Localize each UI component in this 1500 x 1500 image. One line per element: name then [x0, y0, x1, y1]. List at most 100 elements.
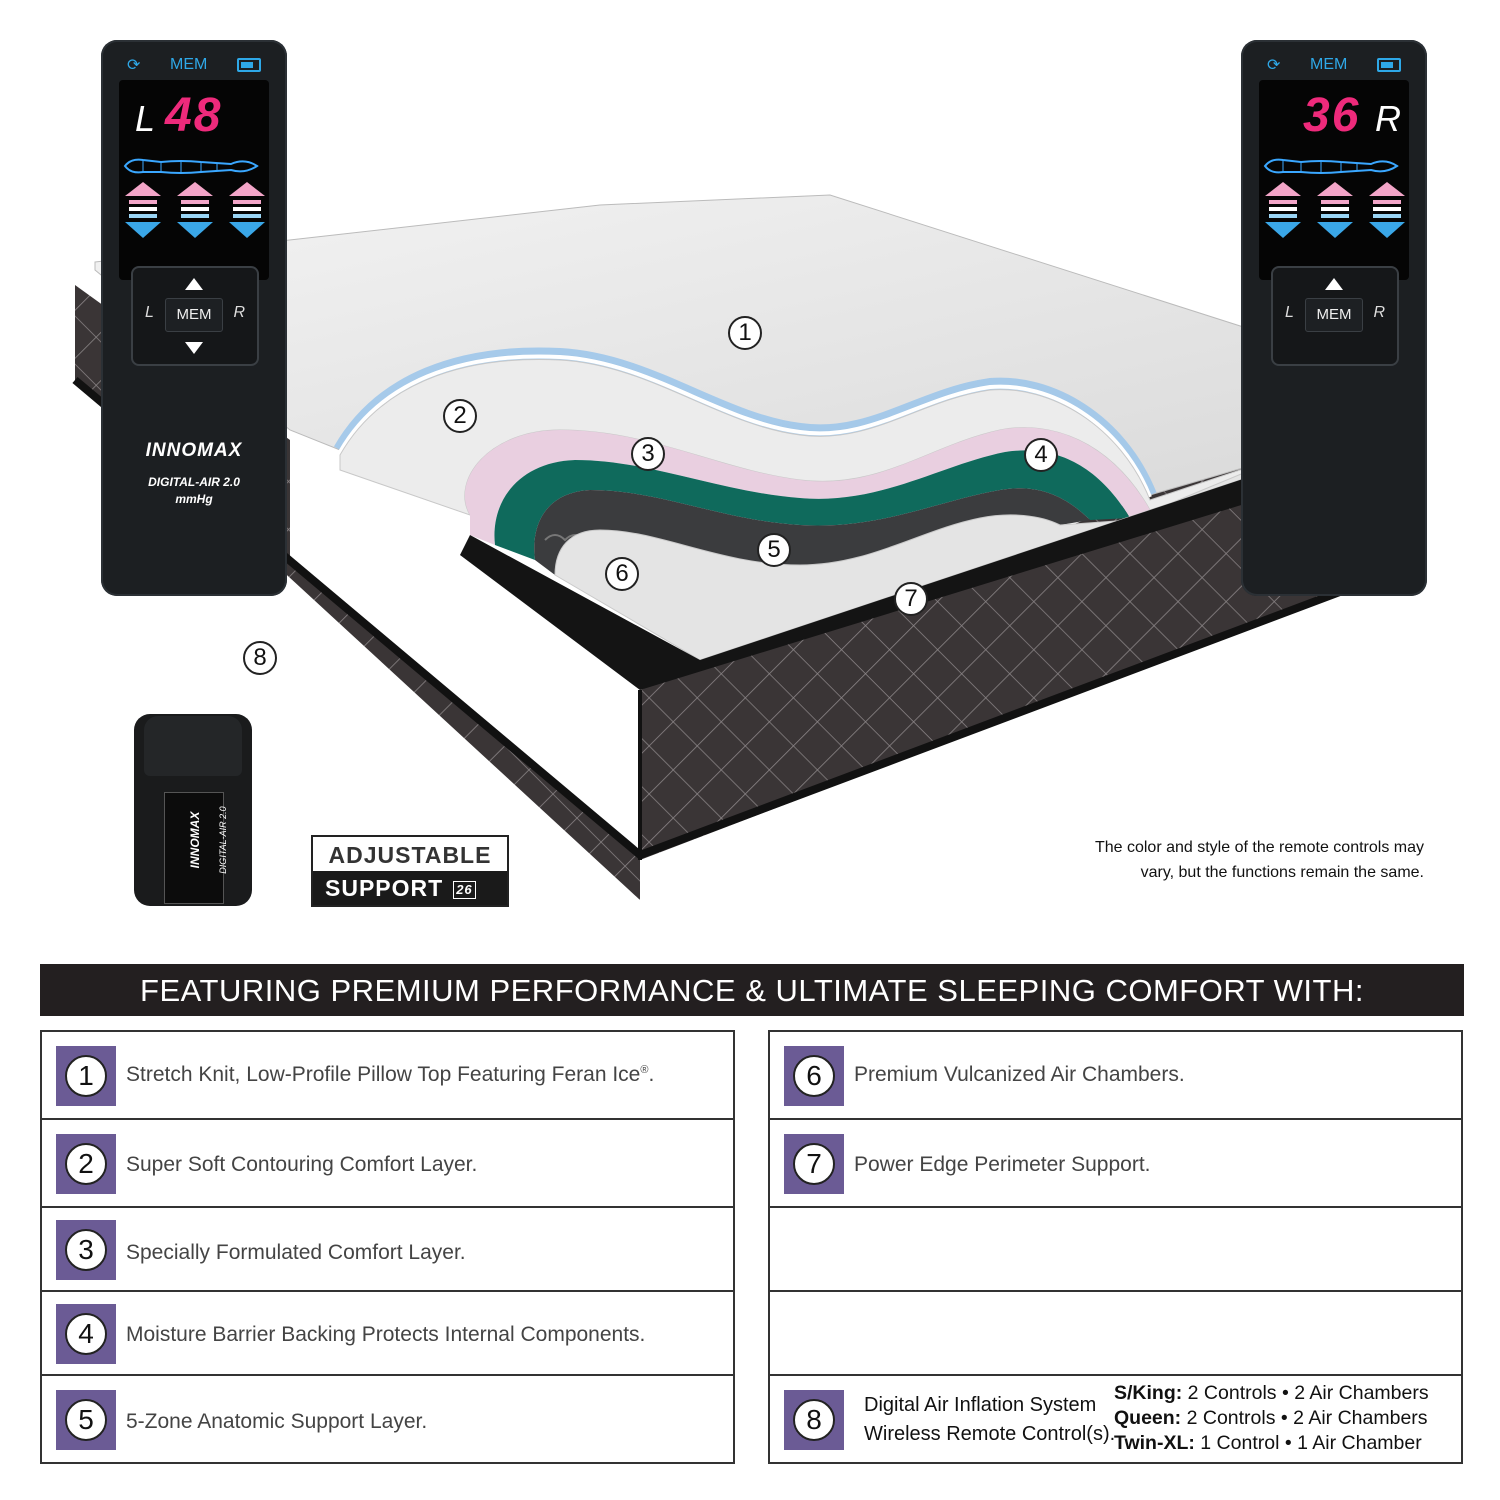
- zone-arrow-icon: [125, 182, 161, 238]
- feature-row: 5 5-Zone Anatomic Support Layer.: [42, 1376, 733, 1462]
- sync-icon: ⟳: [127, 57, 141, 74]
- feature-row: 7 Power Edge Perimeter Support.: [770, 1120, 1461, 1208]
- remote-control-left[interactable]: ⟳ MEM L 48 L MEM R INNOMAX DIGITAL-AIR 2…: [101, 40, 287, 596]
- battery-icon: [1376, 58, 1401, 72]
- feature-text: Stretch Knit, Low-Profile Pillow Top Fea…: [126, 1063, 654, 1087]
- feature-number-box: 7: [784, 1134, 844, 1194]
- feature-row-empty: [770, 1208, 1461, 1292]
- remote-model: DIGITAL-AIR 2.0: [148, 475, 240, 489]
- pump-brand: INNOMAX: [188, 811, 202, 869]
- layer-moisture-barrier: [494, 450, 1130, 560]
- zone-arrows: [125, 182, 265, 238]
- zone-arrows: [1265, 182, 1405, 238]
- arrow-up-icon[interactable]: [1325, 278, 1343, 290]
- pump-lid: [144, 716, 242, 776]
- remote-right-button[interactable]: R: [1373, 304, 1385, 321]
- feature-number: 8: [793, 1399, 835, 1441]
- spec-label: Twin-XL:: [1114, 1432, 1195, 1454]
- remote-left-button[interactable]: L: [145, 304, 154, 321]
- remote-mem-label: MEM: [1310, 56, 1348, 73]
- adjustable-support-badge: ADJUSTABLE SUPPORT 26: [311, 835, 509, 907]
- feature-number: 7: [793, 1143, 835, 1185]
- feature-text-end: .: [648, 1063, 655, 1086]
- zone-arrow-icon: [1369, 182, 1405, 238]
- body-outline-icon: [123, 158, 259, 174]
- mattress-illustration: [72, 194, 1427, 900]
- feature-number-box: 8: [784, 1390, 844, 1450]
- features-right-column: 6 Premium Vulcanized Air Chambers. 7 Pow…: [768, 1030, 1463, 1464]
- spec-label: Queen:: [1114, 1407, 1182, 1429]
- remote-unit: mmHg: [175, 492, 213, 506]
- feature-row: 6 Premium Vulcanized Air Chambers.: [770, 1032, 1461, 1120]
- feature-text: Moisture Barrier Backing Protects Intern…: [126, 1323, 646, 1346]
- pump-label: INNOMAX DIGITAL-AIR 2.0: [164, 792, 228, 904]
- arrow-up-icon[interactable]: [185, 278, 203, 290]
- callout-5: 5: [757, 533, 791, 567]
- air-pump: INNOMAX DIGITAL-AIR 2.0: [134, 714, 252, 906]
- remote-control-right[interactable]: ⟳ MEM 36 R L MEM R: [1241, 40, 1427, 596]
- feature-number-box: 2: [56, 1134, 116, 1194]
- remote-mem-button[interactable]: MEM: [1305, 298, 1363, 332]
- badge-line2: SUPPORT 26: [313, 871, 507, 905]
- arrow-down-icon[interactable]: [185, 342, 203, 354]
- feature-row: 2 Super Soft Contouring Comfort Layer.: [42, 1120, 733, 1208]
- feature-text: Specially Formulated Comfort Layer.: [126, 1241, 466, 1264]
- features-left-column: 1 Stretch Knit, Low-Profile Pillow Top F…: [40, 1030, 735, 1464]
- badge-line1: ADJUSTABLE: [313, 837, 507, 871]
- feature-number: 6: [793, 1055, 835, 1097]
- feature-text: Power Edge Perimeter Support.: [854, 1153, 1151, 1176]
- feature-number: 2: [65, 1143, 107, 1185]
- remote-screen: [1259, 80, 1409, 280]
- feature-8-line1: Digital Air Inflation System: [864, 1394, 1097, 1416]
- body-outline-icon: [1263, 158, 1399, 174]
- feature-row: 3 Specially Formulated Comfort Layer.: [42, 1208, 733, 1292]
- feature-number: 1: [65, 1055, 107, 1097]
- zone-arrow-icon: [1317, 182, 1353, 238]
- layer-support-zone: [534, 488, 1090, 575]
- badge-number-icon: 26: [453, 880, 476, 899]
- feature-text: 5-Zone Anatomic Support Layer.: [126, 1410, 428, 1433]
- remote-pressure-value: 36: [1303, 89, 1361, 142]
- feature-number: 4: [65, 1313, 107, 1355]
- features-title: FEATURING PREMIUM PERFORMANCE & ULTIMATE…: [40, 964, 1464, 1016]
- spec-sking: S/King: 2 Controls • 2 Air Chambers: [1114, 1382, 1429, 1405]
- remote-side-letter: L: [135, 98, 156, 139]
- remote-brand: INNOMAX: [145, 440, 243, 461]
- air-chambers: [554, 399, 1421, 661]
- spec-twinxl: Twin-XL: 1 Control • 1 Air Chamber: [1114, 1432, 1422, 1455]
- spec-label: S/King:: [1114, 1382, 1183, 1404]
- callout-7: 7: [894, 582, 928, 616]
- remote-note: The color and style of the remote contro…: [1094, 839, 1424, 881]
- spec-value: 2 Controls • 2 Air Chambers: [1187, 1382, 1429, 1404]
- feature-number: 5: [65, 1399, 107, 1441]
- zone-arrow-icon: [177, 182, 213, 238]
- feature-row: 1 Stretch Knit, Low-Profile Pillow Top F…: [42, 1032, 733, 1120]
- badge-line2-text: SUPPORT: [325, 875, 444, 901]
- remote-right-button[interactable]: R: [233, 304, 245, 321]
- sync-icon: ⟳: [1267, 57, 1281, 74]
- feature-number-box: 1: [56, 1046, 116, 1106]
- feature-8-line2: Wireless Remote Control(s).: [864, 1423, 1116, 1445]
- spec-value: 1 Control • 1 Air Chamber: [1200, 1432, 1422, 1454]
- remote-mem-button[interactable]: MEM: [165, 298, 223, 332]
- battery-icon: [236, 58, 261, 72]
- feature-number-box: 4: [56, 1304, 116, 1364]
- registered-mark: ®: [640, 1064, 649, 1076]
- callout-8: 8: [243, 641, 277, 675]
- remote-dpad[interactable]: L MEM R: [131, 266, 259, 366]
- callout-2: 2: [443, 399, 477, 433]
- feature-text: Premium Vulcanized Air Chambers.: [854, 1063, 1185, 1086]
- remote-pressure-value: 48: [165, 89, 223, 142]
- feature-number: 3: [65, 1229, 107, 1271]
- callout-6: 6: [605, 557, 639, 591]
- callout-1: 1: [728, 316, 762, 350]
- remote-dpad[interactable]: L MEM R: [1271, 266, 1399, 366]
- spec-queen: Queen: 2 Controls • 2 Air Chambers: [1114, 1407, 1428, 1430]
- feature-row-empty: [770, 1292, 1461, 1376]
- feature-text-main: Stretch Knit, Low-Profile Pillow Top Fea…: [126, 1063, 641, 1086]
- callout-4: 4: [1024, 438, 1058, 472]
- zone-arrow-icon: [229, 182, 265, 238]
- remote-mem-label: MEM: [170, 56, 208, 73]
- spec-value: 2 Controls • 2 Air Chambers: [1186, 1407, 1428, 1429]
- remote-left-button[interactable]: L: [1285, 304, 1294, 321]
